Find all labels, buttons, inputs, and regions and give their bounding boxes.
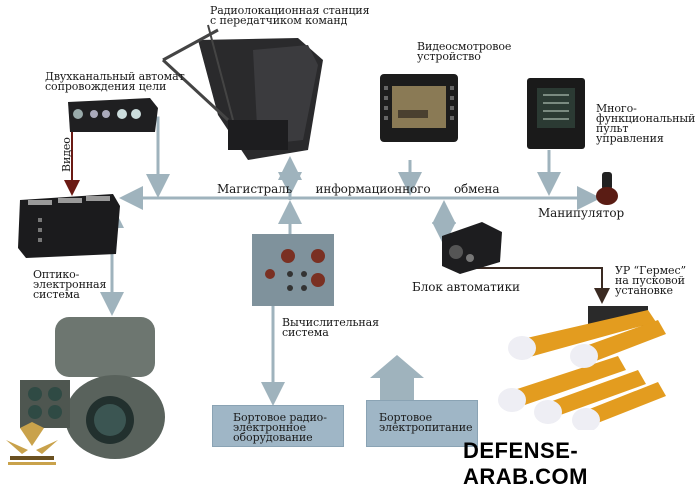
power-label-line: Бортовое bbox=[379, 411, 432, 424]
radar-label: Радиолокационная станция с передатчиком … bbox=[210, 4, 370, 27]
avionics-label-line: электронное bbox=[233, 421, 306, 434]
optoelectronic-turret-image bbox=[20, 317, 165, 459]
missile-launcher-image bbox=[498, 306, 666, 430]
control-panel-label: Много- функциональный пульт управления bbox=[596, 102, 696, 145]
watermark-text: DEFENSE-ARAB.COM bbox=[463, 438, 588, 489]
control-panel-label-line: пульт bbox=[596, 122, 629, 135]
video-display-image bbox=[380, 74, 458, 142]
tracker-label-line: сопровождения цели bbox=[45, 80, 167, 93]
computer-label-line: Вычислительная bbox=[282, 316, 379, 329]
missile-link bbox=[470, 267, 610, 304]
automation-unit-label-line: Блок автоматики bbox=[412, 280, 520, 294]
missile-label-line: на пусковой bbox=[615, 274, 685, 287]
manipulator-label-line: Манипулятор bbox=[538, 206, 625, 220]
video-display-label-line: устройство bbox=[417, 50, 481, 63]
video-link-text: Видео bbox=[60, 137, 73, 172]
video-display-label-line: Видеосмотровое bbox=[417, 40, 512, 53]
video-link-label: Видео bbox=[60, 137, 73, 172]
missile-label-line: УР “Гермес” bbox=[615, 264, 687, 277]
missile-label-line: установке bbox=[615, 284, 673, 297]
video-display-label: Видеосмотровое устройство bbox=[417, 40, 512, 63]
power-label-line: электропитание bbox=[379, 421, 473, 434]
radar-label-line: с передатчиком команд bbox=[210, 14, 348, 27]
manipulator-label: Манипулятор bbox=[538, 206, 625, 220]
power-arrow bbox=[370, 355, 424, 400]
connection-lines bbox=[64, 116, 610, 406]
tracker-image bbox=[68, 98, 158, 132]
optoelectronic-label-line: Оптико- bbox=[33, 268, 80, 281]
automation-unit-label: Блок автоматики bbox=[412, 280, 520, 294]
avionics-label-line: Бортовое радио- bbox=[233, 411, 327, 424]
power-box: Бортовое электропитание bbox=[366, 400, 478, 447]
bus-label-part: информационного bbox=[315, 182, 431, 196]
tracker-label-line: Двухканальный автомат bbox=[45, 70, 185, 83]
optoelectronic-label-line: система bbox=[33, 288, 80, 301]
computer-image bbox=[252, 234, 334, 306]
bus-label: Магистраль информационного обмена bbox=[217, 182, 500, 196]
optoelectronic-label-line: электронная bbox=[33, 278, 107, 291]
control-panel-label-line: функциональный bbox=[596, 112, 696, 125]
automation-unit-image bbox=[442, 222, 502, 274]
avionics-label-line: оборудование bbox=[233, 431, 313, 444]
radar-label-line: Радиолокационная станция bbox=[210, 4, 370, 17]
control-panel-image bbox=[527, 78, 585, 149]
radar-station-image bbox=[161, 24, 323, 160]
avionics-box: Бортовое радио- электронное оборудование bbox=[212, 405, 344, 447]
bus-label-part: Магистраль bbox=[217, 182, 293, 196]
computer-label-line: система bbox=[282, 326, 329, 339]
missile-label: УР “Гермес” на пусковой установке bbox=[615, 264, 687, 297]
optoelectronic-unit-image bbox=[18, 194, 120, 258]
control-panel-label-line: управления bbox=[596, 132, 664, 145]
avionics-label: Бортовое радио- электронное оборудование bbox=[213, 406, 343, 443]
power-label: Бортовое электропитание bbox=[367, 401, 477, 433]
tracker-label: Двухканальный автомат сопровождения цели bbox=[45, 70, 185, 93]
forum-logo bbox=[6, 422, 58, 465]
manipulator-image bbox=[596, 172, 618, 205]
bus-label-part: обмена bbox=[453, 182, 500, 196]
control-panel-label-line: Много- bbox=[596, 102, 637, 115]
computer-label: Вычислительная система bbox=[282, 316, 379, 339]
optoelectronic-label: Оптико- электронная система bbox=[33, 268, 107, 301]
